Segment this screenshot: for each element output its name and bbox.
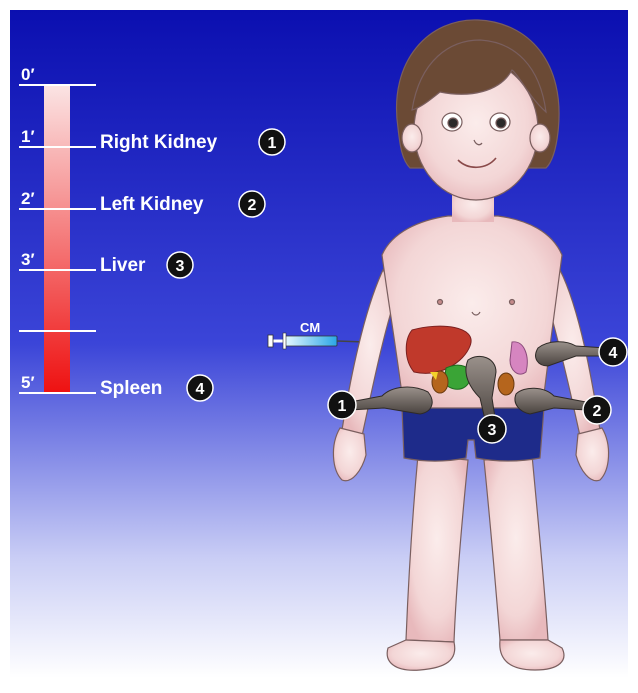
probe-badge-number: 1 bbox=[338, 398, 347, 415]
organ-label-spleen: Spleen bbox=[100, 378, 162, 399]
timeline-tick-label: 3′ bbox=[21, 250, 35, 269]
timeline-tick-label: 2′ bbox=[21, 189, 35, 208]
organ-badge-number: 1 bbox=[268, 135, 277, 152]
probe-badge-number: 4 bbox=[609, 345, 618, 362]
organ-label-right-kidney: Right Kidney bbox=[100, 132, 218, 153]
probe-badge-number: 3 bbox=[488, 422, 497, 439]
organ-label-left-kidney: Left Kidney bbox=[100, 194, 204, 215]
organ-badge-number: 4 bbox=[196, 381, 205, 398]
timeline-tick-label: 1′ bbox=[21, 127, 35, 146]
organ-badge-number: 2 bbox=[248, 197, 257, 214]
timeline-bar bbox=[44, 85, 70, 393]
organ-badge-number: 3 bbox=[176, 258, 185, 275]
organ-label-liver: Liver bbox=[100, 255, 146, 276]
syringe-label: CM bbox=[300, 320, 320, 335]
probe-badge-number: 2 bbox=[593, 403, 602, 420]
timeline-tick-label: 0′ bbox=[21, 65, 35, 84]
timeline-tick-label: 5′ bbox=[21, 373, 35, 392]
